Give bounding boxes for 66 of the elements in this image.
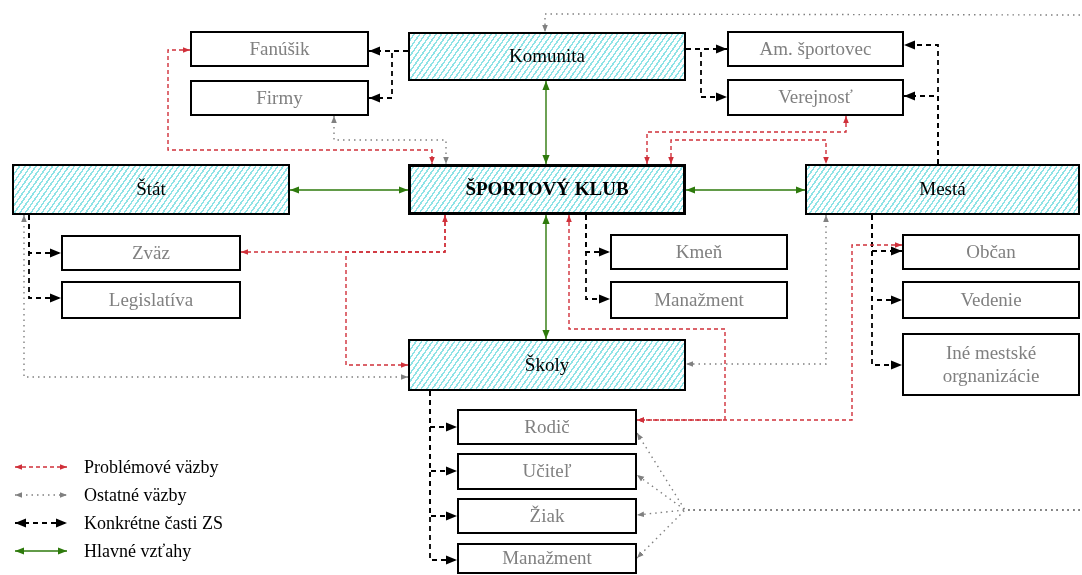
entity-box [190,31,369,67]
entity-box [61,281,241,319]
node-label: Manažment [501,547,593,570]
entity-box [457,453,637,490]
node-label: Firmy [255,86,304,110]
arrow [903,91,939,165]
arrow [331,115,449,165]
node-label: Verejnosť [777,86,854,109]
arrow [345,214,446,368]
arrow [429,390,458,565]
arrow [542,13,1081,33]
node-label: Rodič [523,415,571,439]
arrow [636,509,1081,559]
node-label: Občan [965,240,1017,264]
node-label: Manažment [653,288,745,312]
arrow [636,242,903,423]
node-label: Legislatíva [107,288,195,312]
arrow [685,214,829,367]
hatched-entity-box [805,164,1080,215]
entity-box [457,498,637,534]
entity-box [902,234,1080,270]
node-label: Komunita [508,45,586,68]
node-label: Mestá [918,178,967,201]
arrow [668,139,829,165]
entity-box [727,31,904,67]
hatched-entity-box [408,32,686,81]
node-label: Žiak [528,504,566,528]
entity-box [190,80,369,116]
node-label: Fanúšik [248,37,311,61]
entity-box [610,281,788,319]
hatched-entity-box [12,164,290,215]
arrow [289,186,409,194]
arrow [542,214,550,340]
arrow [368,50,409,103]
arrow [542,80,550,165]
entity-box [727,79,904,116]
node-label: Učiteľ [521,460,573,483]
arrow [28,214,62,303]
hatched-entity-box [408,164,686,215]
entity-box [610,234,788,270]
entity-box [902,333,1080,396]
entity-box [902,281,1080,319]
arrow [566,214,726,423]
legend-label: Hlavné vzťahy [84,540,192,562]
arrow [685,48,728,102]
node-label: Kmeň [674,240,724,264]
arrow [644,115,849,165]
entity-box [457,409,637,445]
legend-label: Problémové väzby [84,456,219,478]
node-label: Iné mestské orgnanizácie [941,341,1041,388]
node-label: Am. športovec [758,37,873,61]
node-label: Zväz [131,241,171,265]
entity-box [61,235,241,271]
node-label: Vedenie [959,288,1023,312]
arrow [21,214,409,380]
entity-box [457,543,637,574]
arrow [167,47,435,165]
arrow [871,214,903,370]
node-label: ŠPORTOVÝ KLUB [464,178,630,201]
arrow [585,214,611,304]
node-label: Štát [135,178,167,201]
node-label: Školy [523,353,571,377]
legend-label: Konkrétne časti ZS [84,512,223,534]
arrow [685,186,806,194]
legend-label: Ostatné väzby [84,484,187,506]
hatched-entity-box [408,339,686,391]
